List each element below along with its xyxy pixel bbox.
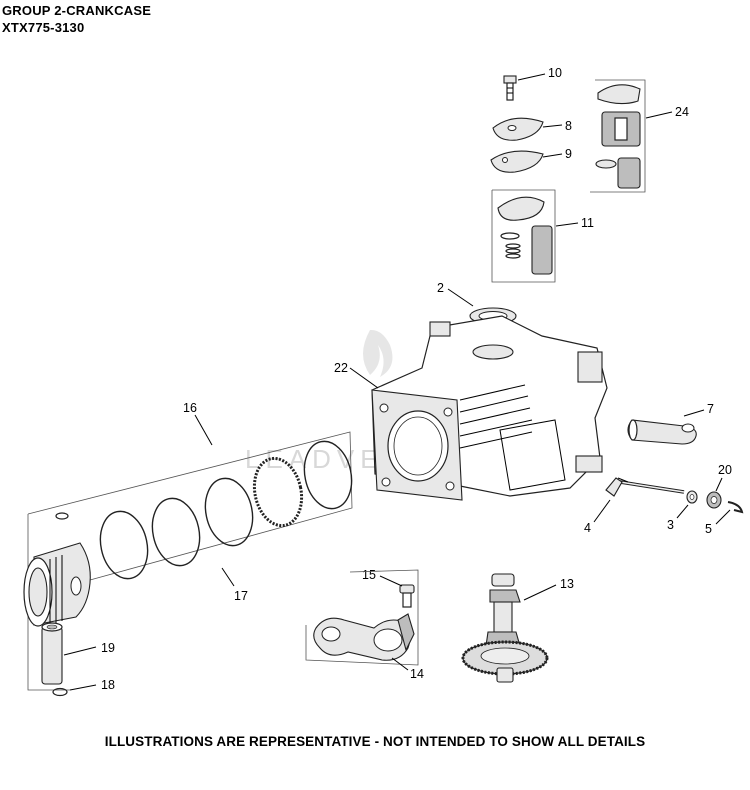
- callout-24[interactable]: 24: [675, 105, 689, 119]
- callout-15[interactable]: 15: [362, 568, 376, 582]
- callout-13[interactable]: 13: [560, 577, 574, 591]
- callout-22[interactable]: 22: [334, 361, 348, 375]
- callout-4[interactable]: 4: [584, 521, 591, 535]
- part-18-piston-pin-retainer[interactable]: [52, 687, 68, 697]
- callout-9[interactable]: 9: [565, 147, 572, 161]
- callout-17[interactable]: 17: [234, 589, 248, 603]
- callout-11[interactable]: 11: [581, 216, 594, 230]
- part-circlip-top[interactable]: [55, 512, 69, 520]
- callout-8[interactable]: 8: [565, 119, 572, 133]
- callout-19[interactable]: 19: [101, 641, 115, 655]
- part-13-camshaft[interactable]: [461, 573, 549, 683]
- part-7-breather-tube[interactable]: [627, 419, 697, 445]
- model-number: XTX775-3130: [2, 20, 85, 35]
- callout-14[interactable]: 14: [410, 667, 424, 681]
- part-9-gasket[interactable]: [490, 150, 544, 173]
- part-19-piston-pin[interactable]: [41, 622, 63, 685]
- part-22-crankcase[interactable]: [371, 315, 608, 501]
- callout-7[interactable]: 7: [707, 402, 714, 416]
- part-4-governor-shaft[interactable]: [605, 477, 685, 497]
- callout-18[interactable]: 18: [101, 678, 115, 692]
- callout-20[interactable]: 20: [718, 463, 732, 477]
- part-15-connecting-rod-bolt[interactable]: [399, 584, 415, 608]
- part-14-connecting-rod[interactable]: [313, 613, 415, 661]
- disclaimer-note: ILLUSTRATIONS ARE REPRESENTATIVE - NOT I…: [104, 734, 646, 749]
- callout-16[interactable]: 16: [183, 401, 197, 415]
- callout-10[interactable]: 10: [548, 66, 562, 80]
- part-24-breather-kit[interactable]: [590, 79, 646, 193]
- callout-5[interactable]: 5: [705, 522, 712, 536]
- part-16-piston-ring-set[interactable]: [94, 437, 357, 583]
- callout-3[interactable]: 3: [667, 518, 674, 532]
- callout-2[interactable]: 2: [437, 281, 444, 295]
- part-5-retaining-clip[interactable]: [727, 501, 744, 514]
- part-8-breather-plate[interactable]: [492, 117, 544, 141]
- part-3-washer[interactable]: [686, 490, 698, 504]
- part-20-governor-seal[interactable]: [706, 491, 722, 509]
- diagram-title: GROUP 2-CRANKCASE: [2, 3, 152, 18]
- piston[interactable]: [23, 542, 91, 627]
- part-10-bolt[interactable]: [503, 75, 517, 101]
- part-11-reed-kit[interactable]: [491, 189, 556, 283]
